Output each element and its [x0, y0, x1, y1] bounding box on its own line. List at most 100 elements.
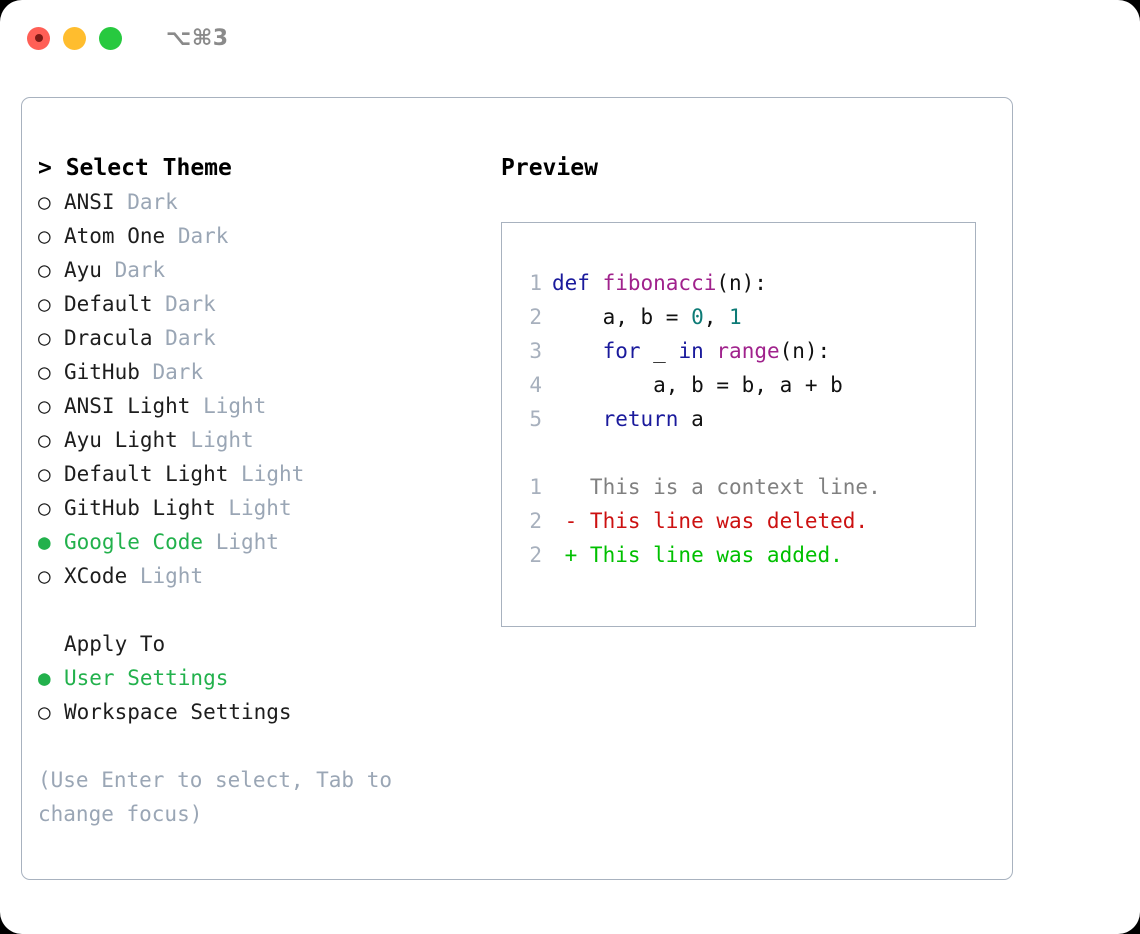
theme-option-row[interactable]: ○ Default Dark: [38, 287, 488, 321]
code-token: [704, 339, 717, 363]
code-token: _: [640, 339, 679, 363]
theme-selector-panel: > Select Theme ○ ANSI Dark○ Atom One Dar…: [21, 97, 1013, 880]
theme-option-kind: Light: [203, 394, 267, 418]
theme-option-kind: Light: [241, 462, 305, 486]
code-token: - This line was deleted.: [552, 509, 869, 533]
code-line-number: 2: [529, 509, 542, 533]
code-line: 2 - This line was deleted.: [508, 504, 971, 538]
radio-unselected-icon: ○: [38, 462, 64, 486]
code-token: a: [678, 407, 704, 431]
theme-option-kind: Light: [228, 496, 292, 520]
theme-option-name: Atom One: [64, 224, 166, 248]
theme-option-kind: Dark: [127, 190, 178, 214]
theme-option-name: XCode: [64, 564, 128, 588]
radio-unselected-icon: ○: [38, 360, 64, 384]
theme-option-kind: Light: [190, 428, 254, 452]
prompt-caret-icon: >: [38, 155, 66, 181]
spacer: [190, 394, 203, 418]
code-line: 4 a, b = b, a + b: [508, 368, 971, 402]
radio-selected-icon: ●: [38, 530, 64, 554]
theme-option-kind: Dark: [165, 326, 216, 350]
theme-option-name: Dracula: [64, 326, 153, 350]
theme-option-row[interactable]: ○ Atom One Dark: [38, 219, 488, 253]
maximize-window-button[interactable]: [99, 26, 122, 50]
code-token: [552, 407, 603, 431]
apply-to-option-row[interactable]: ● User Settings: [38, 661, 488, 695]
theme-option-kind: Dark: [114, 258, 166, 282]
radio-unselected-icon: ○: [38, 700, 64, 724]
apply-to-options-list: ● User Settings○ Workspace Settings: [38, 661, 488, 729]
spacer: [228, 462, 241, 486]
spacer: [153, 326, 166, 350]
code-line: 1 This is a context line.: [508, 470, 971, 504]
theme-option-kind: Dark: [177, 224, 229, 248]
theme-option-kind: Light: [139, 564, 204, 588]
code-line: 1 def fibonacci(n):: [508, 266, 971, 300]
code-token: + This line was added.: [552, 543, 843, 567]
spacer: [127, 564, 140, 588]
minimize-window-button[interactable]: [63, 26, 86, 50]
theme-option-row[interactable]: ○ ANSI Dark: [38, 185, 488, 219]
theme-option-name: Ayu Light: [64, 428, 178, 452]
theme-option-row[interactable]: ○ Ayu Dark: [38, 253, 488, 287]
radio-unselected-icon: ○: [38, 292, 64, 316]
code-token: (n):: [716, 271, 767, 295]
code-line-number: 1: [529, 271, 542, 295]
code-token: in: [678, 339, 704, 363]
code-token: for: [602, 339, 641, 363]
keyboard-shortcut-label: ⌥⌘3: [166, 25, 229, 51]
code-token: def: [552, 271, 603, 295]
theme-option-kind: Dark: [165, 292, 216, 316]
theme-option-kind: Dark: [152, 360, 204, 384]
theme-option-row[interactable]: ● Google Code Light: [38, 525, 488, 559]
theme-option-row[interactable]: ○ Dracula Dark: [38, 321, 488, 355]
code-line: 3 for _ in range(n):: [508, 334, 971, 368]
code-token: a, b = b, a + b: [552, 373, 843, 397]
code-token: [552, 339, 603, 363]
radio-unselected-icon: ○: [38, 394, 64, 418]
radio-unselected-icon: ○: [38, 224, 64, 248]
theme-option-name: Ayu: [64, 258, 102, 282]
code-token: 0: [691, 305, 704, 329]
apply-to-option-row[interactable]: ○ Workspace Settings: [38, 695, 488, 729]
code-line-number: 5: [529, 407, 542, 431]
code-line-number: 2: [529, 543, 542, 567]
apply-to-label: Apply To: [64, 632, 166, 656]
theme-option-row[interactable]: ○ Default Light Light: [38, 457, 488, 491]
title-bar: ⌥⌘3: [0, 0, 1140, 76]
theme-list-column: > Select Theme ○ ANSI Dark○ Atom One Dar…: [38, 151, 488, 831]
theme-option-row[interactable]: ○ XCode Light: [38, 559, 488, 593]
code-blank-line: [508, 436, 971, 470]
code-token: fibonacci: [602, 271, 717, 295]
code-token: 1: [729, 305, 742, 329]
theme-option-name: Google Code: [64, 530, 204, 554]
apply-to-option-name: User Settings: [64, 666, 229, 690]
theme-option-name: ANSI: [64, 190, 115, 214]
code-token: return: [602, 407, 679, 431]
spacer: [115, 190, 128, 214]
code-line: 5 return a: [508, 402, 971, 436]
code-line-number: 4: [529, 373, 542, 397]
code-token: This is a context line.: [552, 475, 881, 499]
theme-option-name: Default Light: [64, 462, 229, 486]
theme-option-row[interactable]: ○ ANSI Light Light: [38, 389, 488, 423]
code-token: ,: [703, 305, 730, 329]
spacer: [203, 530, 216, 554]
spacer: [178, 428, 191, 452]
theme-option-row[interactable]: ○ GitHub Light Light: [38, 491, 488, 525]
code-line-number: 1: [529, 475, 542, 499]
code-line-number: 3: [529, 339, 542, 363]
theme-list-title: > Select Theme: [38, 151, 488, 185]
radio-unselected-icon: ○: [38, 258, 64, 282]
preview-title: Preview: [501, 155, 598, 181]
apply-to-option-name: Workspace Settings: [64, 700, 292, 724]
theme-option-name: GitHub: [64, 360, 140, 384]
close-window-button[interactable]: [27, 26, 50, 50]
radio-unselected-icon: ○: [38, 428, 64, 452]
theme-option-row[interactable]: ○ Ayu Light Light: [38, 423, 488, 457]
theme-option-row[interactable]: ○ GitHub Dark: [38, 355, 488, 389]
theme-options-list: ○ ANSI Dark○ Atom One Dark○ Ayu Dark○ De…: [38, 185, 488, 593]
theme-option-name: Default: [64, 292, 153, 316]
